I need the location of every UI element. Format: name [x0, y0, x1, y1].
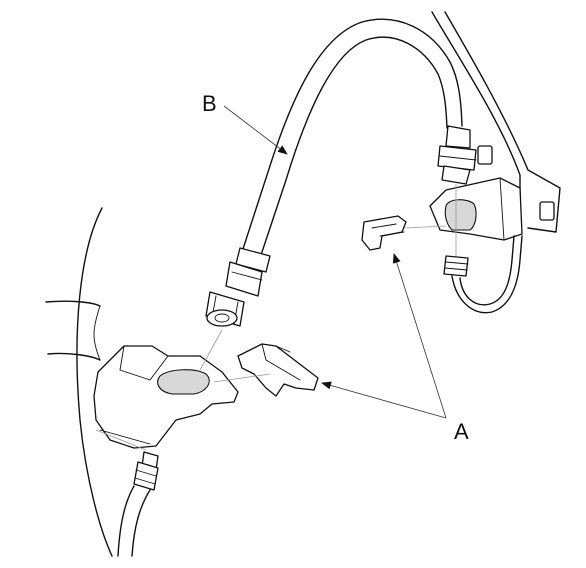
assembly-guide-lines	[95, 184, 457, 451]
brake-hose-b	[241, 18, 463, 259]
callout-label-a: A	[454, 419, 469, 444]
body-panel-right	[431, 11, 561, 233]
leader-a-lower	[321, 381, 447, 419]
leader-arrows	[223, 105, 447, 419]
lower-brake-pipe	[117, 451, 159, 557]
callout-label-b: B	[202, 91, 217, 116]
hose-lower-fitting	[205, 247, 271, 327]
wheel-hub-outline	[45, 207, 113, 557]
hose-upper-fitting	[437, 125, 493, 185]
clip-a-lower	[237, 343, 319, 397]
lower-bracket	[93, 345, 239, 449]
leader-b	[223, 105, 288, 155]
upper-bracket	[429, 177, 555, 241]
upper-brake-pipe	[443, 235, 523, 314]
clip-a-upper	[361, 215, 407, 251]
leader-a-upper	[392, 253, 447, 419]
